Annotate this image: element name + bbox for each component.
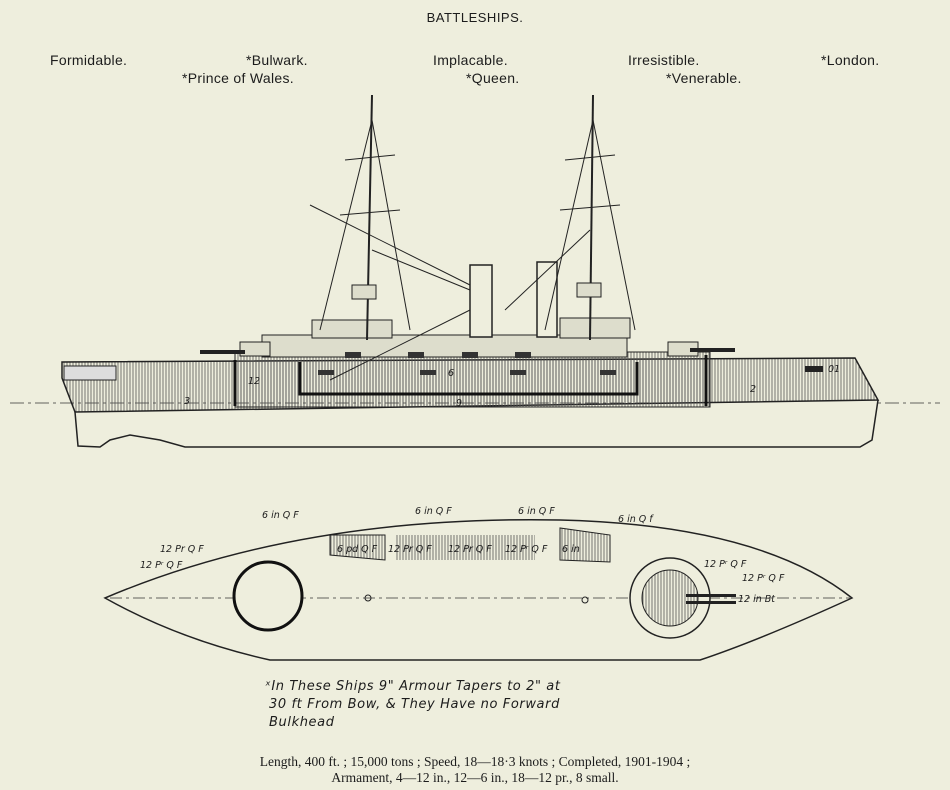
plan-label-12pr-g: 12 Pʳ Q F <box>742 573 785 584</box>
ship-name-prince-of-wales: *Prince of Wales. <box>182 70 294 86</box>
plan-label-6in-qf-d: 6 in Q f <box>618 514 654 525</box>
specs-caption-line-1: Length, 400 ft. ; 15,000 tons ; Speed, 1… <box>259 754 691 769</box>
ship-name-implacable: Implacable. <box>433 52 508 68</box>
page-title: BATTLESHIPS. <box>426 10 524 25</box>
ship-name-formidable: Formidable. <box>50 52 128 68</box>
plan-label-12pr-b: 12 Pʳ Q F <box>140 560 183 571</box>
plan-label-6pd-qf: 6 pd Q F <box>337 544 378 555</box>
plan-label-6in-qf-c: 6 in Q F <box>518 506 555 517</box>
plan-label-6in-qf-b: 6 in Q F <box>415 506 452 517</box>
plan-label-12pr-f: 12 Pʳ Q F <box>704 559 747 570</box>
plan-label-6in-qf-a: 6 in Q F <box>262 510 299 521</box>
profile-label-6: 6 <box>448 368 454 379</box>
profile-label-9: 9 <box>456 398 462 409</box>
plan-label-12pr-d: 12 Pr Q F <box>448 544 492 555</box>
ship-name-queen: *Queen. <box>466 70 520 86</box>
profile-label-3: 3 <box>184 396 190 407</box>
footnote: ˣIn These Ships 9" Armour Tapers to 2" a… <box>265 678 561 732</box>
plan-label-12pr-a: 12 Pr Q F <box>160 544 204 555</box>
footnote-line-2: 30 ft From Bow, & They Have no Forward <box>269 697 560 712</box>
footnote-line-3: Bulkhead <box>269 715 335 730</box>
ship-name-london: *London. <box>821 52 880 68</box>
plan-label-12in-bt: 12 in Bt <box>738 594 776 605</box>
ship-name-irresistible: Irresistible. <box>628 52 700 68</box>
plan-label-12pr-c: 12 Pr Q F <box>388 544 432 555</box>
ship-profile-drawing: 12 6 9 2 3 01 <box>10 94 940 448</box>
specs-caption-line-2: Armament, 4—12 in., 12—6 in., 18—12 pr.,… <box>331 770 619 785</box>
ship-name-bulwark: *Bulwark. <box>246 52 308 68</box>
profile-label-12: 12 <box>248 376 260 387</box>
plan-label-12pr-e: 12 Pʳ Q F <box>505 544 548 555</box>
ship-name-venerable: *Venerable. <box>666 70 742 86</box>
profile-label-01: 01 <box>828 364 840 375</box>
ship-plan-drawing: 6 in Q F 6 in Q F 6 in Q F 6 in Q f 6 pd… <box>103 506 854 661</box>
footnote-line-1: ˣIn These Ships 9" Armour Tapers to 2" a… <box>265 679 561 694</box>
plan-label-6in-casemate: 6 in <box>562 544 580 555</box>
profile-label-2: 2 <box>750 384 756 395</box>
